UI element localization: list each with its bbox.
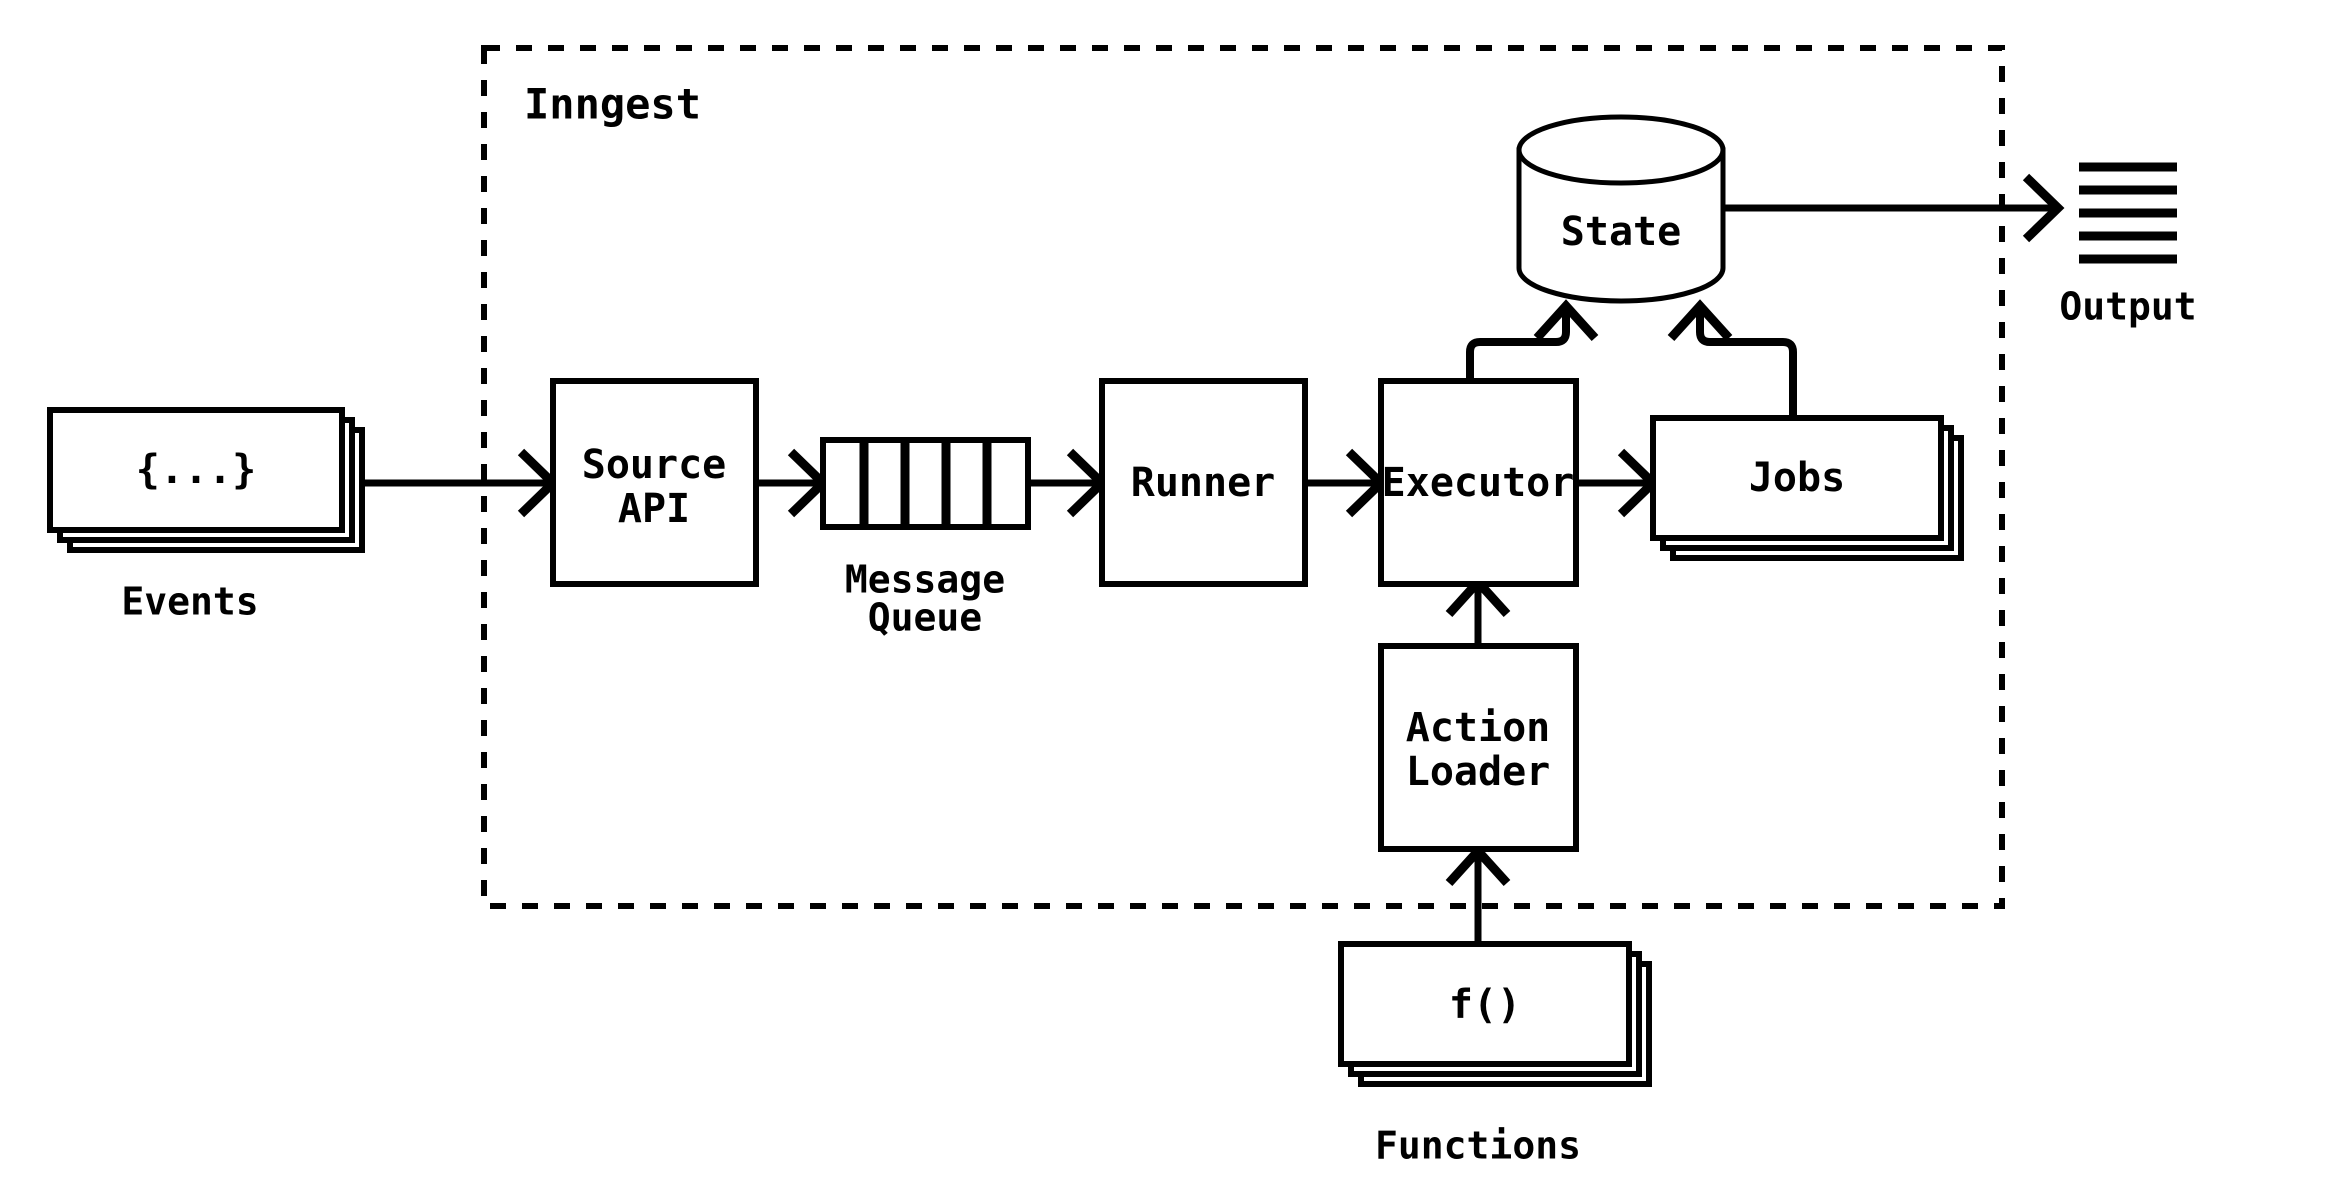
message-queue-caption-line1: Message: [845, 558, 1005, 602]
node-executor[interactable]: Executor: [1378, 378, 1579, 587]
edge-jobs-to-state: [1667, 299, 1797, 418]
edge-executor-to-state: [1466, 299, 1599, 380]
container-label: Inngest: [524, 80, 701, 129]
action-loader-label-line1: Action: [1406, 705, 1551, 751]
node-source-api[interactable]: Source API: [550, 378, 759, 587]
node-state[interactable]: State: [1516, 114, 1726, 304]
node-output[interactable]: [2079, 162, 2177, 264]
node-jobs[interactable]: Jobs: [1650, 415, 1964, 561]
edge-source-api-to-message-queue: [756, 448, 830, 518]
edge-action-loader-to-executor: [1445, 575, 1511, 646]
output-caption: Output: [2059, 285, 2196, 329]
node-action-loader[interactable]: Action Loader: [1378, 643, 1579, 852]
source-api-label-line1: Source: [582, 442, 727, 488]
output-lines-icon: [2079, 162, 2177, 264]
edge-state-to-output: [1722, 173, 2065, 243]
jobs-label: Jobs: [1749, 455, 1845, 501]
edge-runner-to-executor: [1305, 448, 1388, 518]
edge-executor-to-jobs: [1576, 448, 1660, 518]
edge-events-to-source-api: [340, 448, 560, 518]
edge-functions-to-action-loader: [1445, 844, 1511, 944]
source-api-label-line2: API: [618, 486, 690, 532]
events-caption: Events: [121, 580, 258, 624]
message-queue-caption-line2: Queue: [868, 596, 982, 640]
node-runner[interactable]: Runner: [1099, 378, 1308, 587]
state-label: State: [1561, 209, 1681, 255]
runner-label: Runner: [1131, 460, 1276, 506]
action-loader-label-line2: Loader: [1406, 749, 1551, 795]
node-message-queue[interactable]: [820, 437, 1031, 530]
node-events[interactable]: {...}: [47, 407, 365, 553]
edge-message-queue-to-runner: [1028, 448, 1109, 518]
functions-caption: Functions: [1375, 1124, 1581, 1168]
events-label: {...}: [136, 447, 256, 493]
functions-label: f(): [1449, 982, 1521, 1028]
executor-label: Executor: [1382, 460, 1575, 506]
inngest-boundary: [481, 45, 2005, 909]
node-functions[interactable]: f(): [1338, 941, 1652, 1087]
